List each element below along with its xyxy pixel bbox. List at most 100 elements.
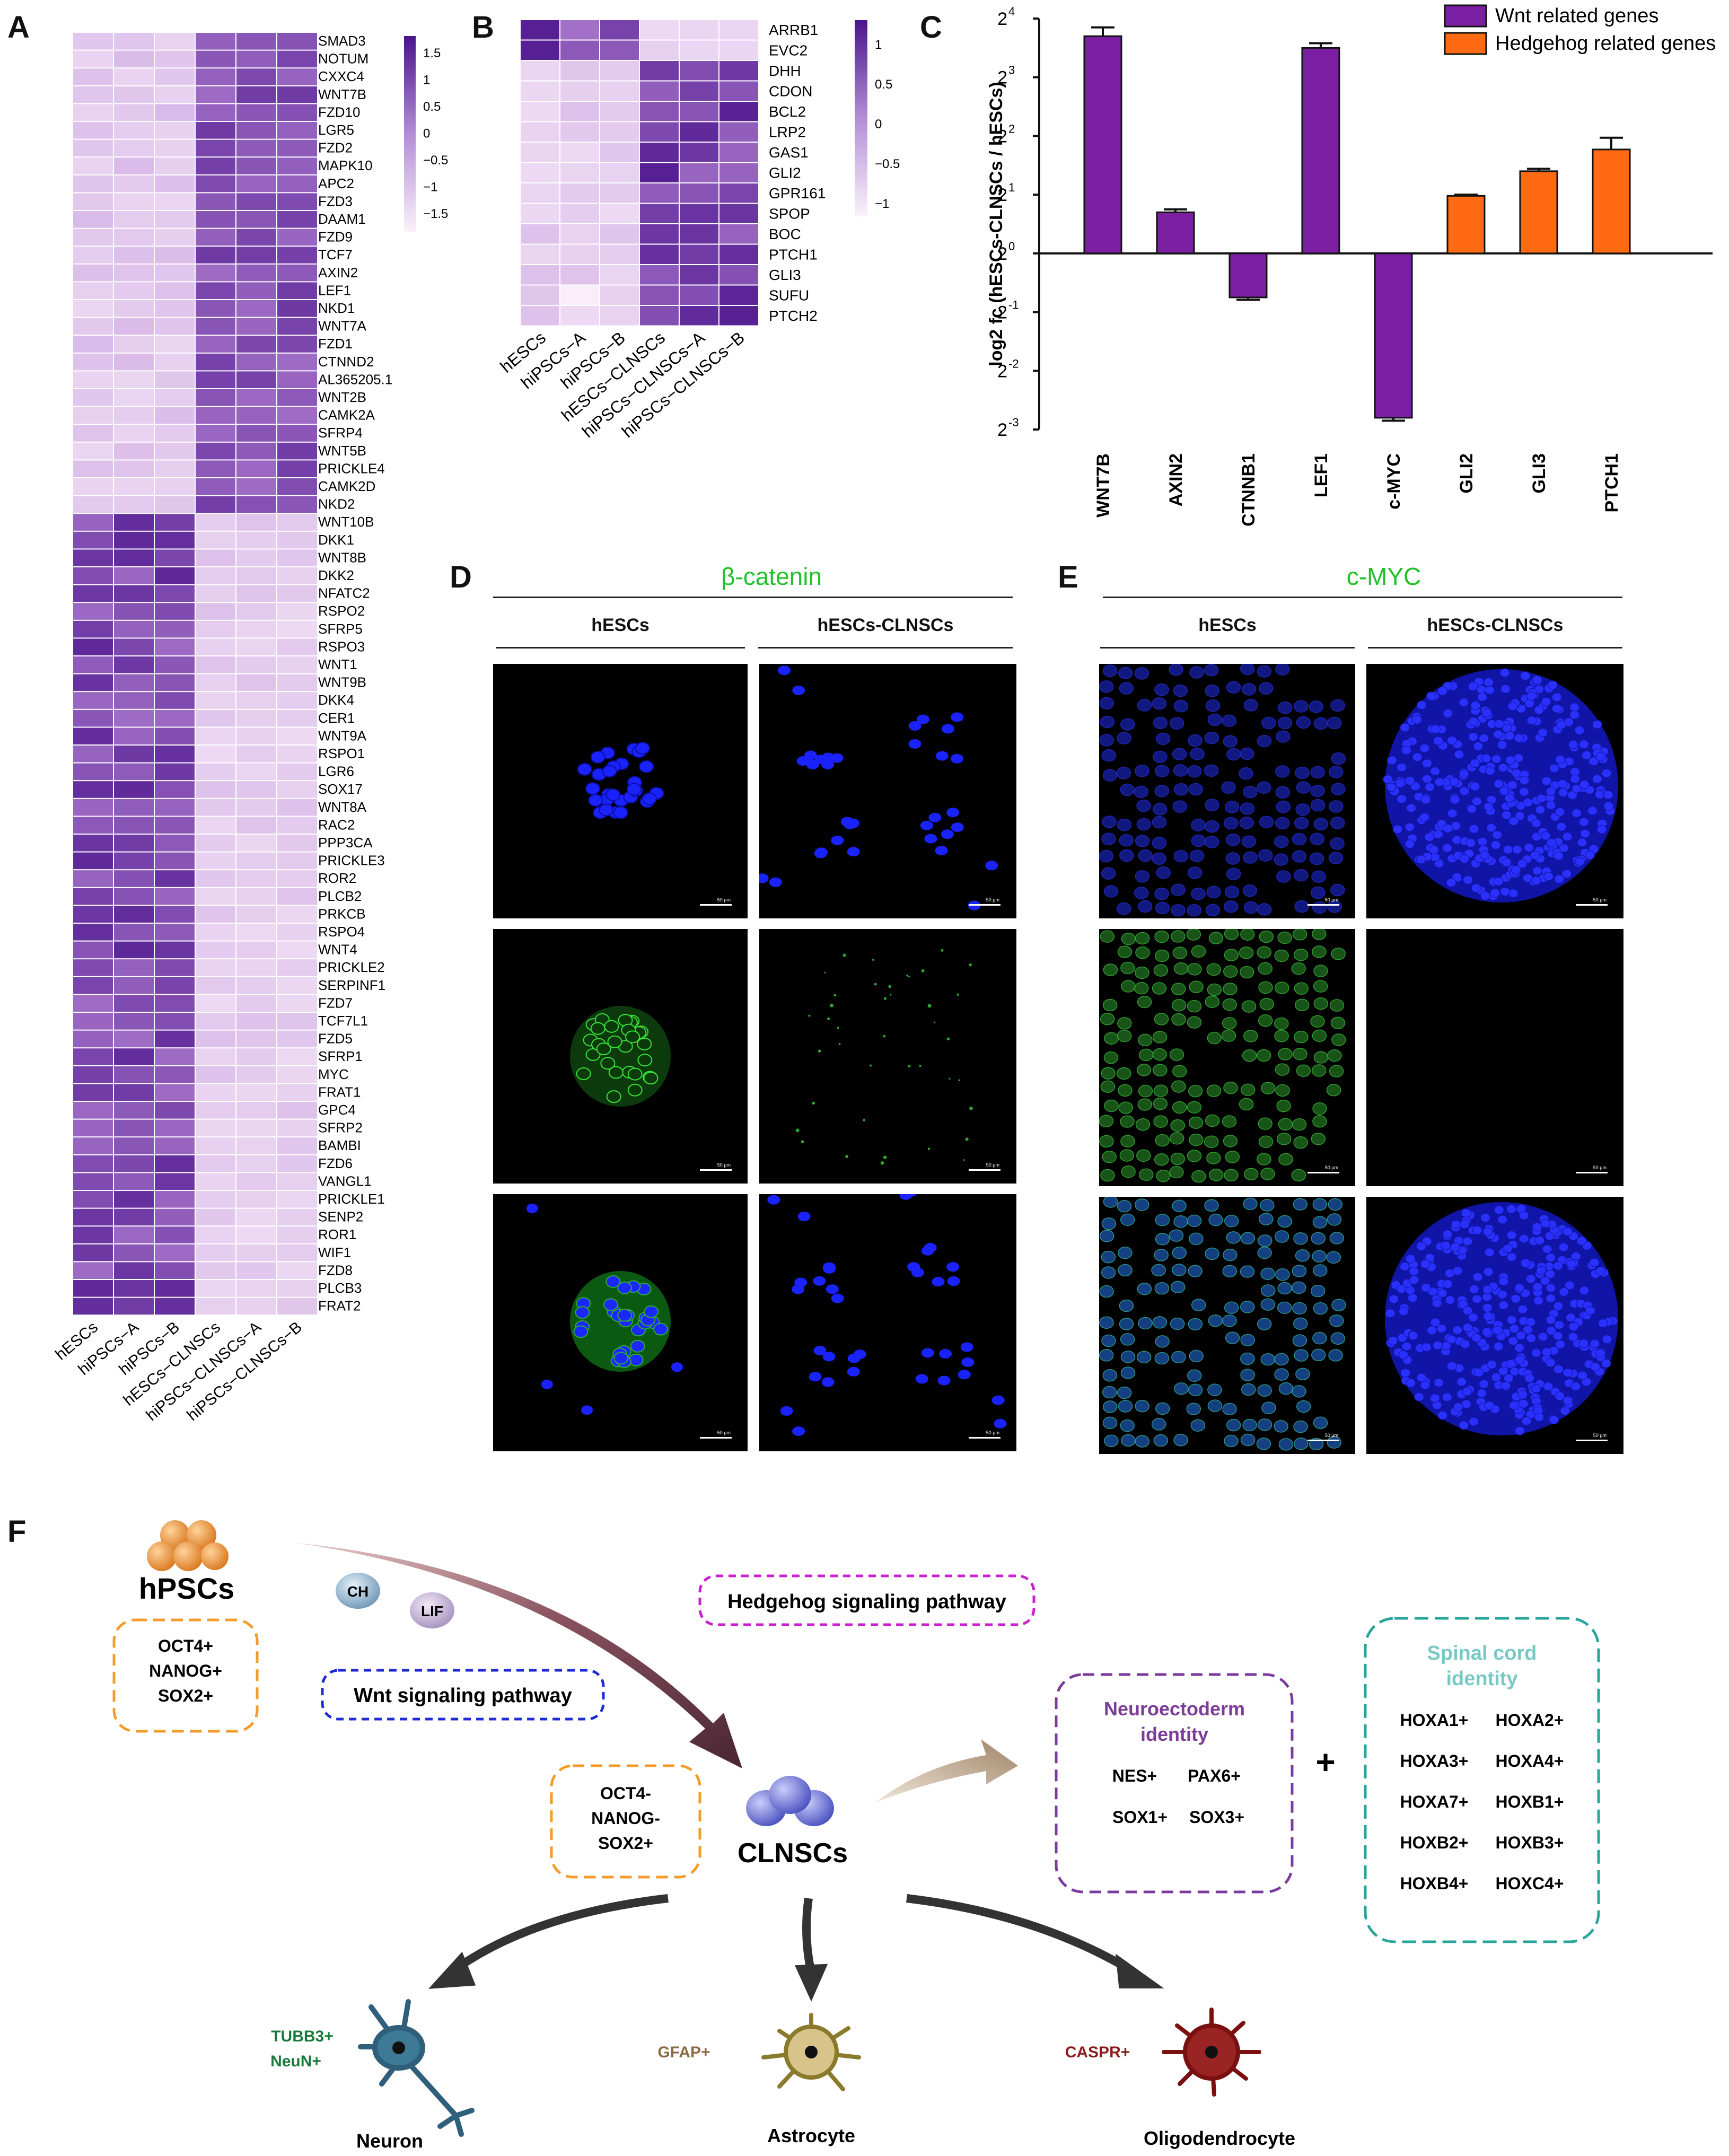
heatmap-a-cell <box>114 941 154 959</box>
heatmap-a-cell <box>196 442 235 460</box>
heatmap-a-cell <box>114 1030 154 1048</box>
heatmap-a-cell <box>196 247 235 264</box>
heatmap-b-gene-label: GAS1 <box>769 144 809 161</box>
heatmap-a-gene-label: PRICKLE2 <box>318 959 385 975</box>
heatmap-a-cell <box>114 746 154 763</box>
heatmap-b-cell <box>560 224 599 244</box>
heatmap-a-cell <box>155 211 195 228</box>
heatmap-b-cell <box>600 183 639 203</box>
heatmap-a-cell <box>114 638 154 655</box>
heatmap-a-cell <box>155 977 195 994</box>
heatmap-a-gene-label: FZD10 <box>318 104 360 120</box>
heatmap-b-cell <box>600 122 639 142</box>
heatmap-a-cell <box>114 1173 154 1190</box>
bar <box>1374 252 1413 419</box>
heatmap-a-cell <box>73 656 113 673</box>
heatmap-a-gene-label: WNT5B <box>318 443 366 459</box>
legend-a-tick: 0 <box>423 127 430 141</box>
micrograph-d-hescs-dapi: 50 µm <box>493 664 748 918</box>
heatmap-b-gene-label: EVC2 <box>769 42 808 59</box>
astrocyte-cell-icon <box>761 2013 861 2091</box>
micrograph-e-hescs-dapi: 50 µm <box>1099 664 1355 918</box>
heatmap-a-cell <box>155 1048 195 1065</box>
heatmap-a-cell <box>114 603 154 620</box>
heatmap-b-cell <box>560 183 599 203</box>
clnsc-marker-3: SOX2+ <box>598 1834 653 1853</box>
heatmap-a-cell <box>73 835 113 852</box>
heatmap-a-cell <box>155 746 195 763</box>
heatmap-a-cell <box>73 1030 113 1048</box>
heatmap-a-cell <box>236 1298 276 1315</box>
heatmap-a-cell <box>236 1048 276 1065</box>
panel-label-d: D <box>450 560 472 594</box>
heatmap-a-cell <box>114 906 154 923</box>
heatmap-a-cell <box>196 1280 235 1297</box>
heatmap-a-cell <box>196 709 235 727</box>
heatmap-a-cell <box>73 941 113 959</box>
heatmap-a-cell <box>155 674 195 691</box>
heatmap-a-cell <box>277 1013 317 1030</box>
heatmap-a-cell <box>277 86 317 103</box>
heatmap-a-cell <box>114 33 154 50</box>
heatmap-a-cell <box>196 1137 235 1154</box>
panel-d-divider-right <box>758 647 1013 648</box>
heatmap-b-cell <box>560 306 599 326</box>
heatmap-b-cell <box>719 265 758 285</box>
heatmap-a-cell <box>155 122 195 139</box>
heatmap-a-gene-label: VANGL1 <box>318 1173 372 1189</box>
heatmap-a-cell <box>114 620 154 638</box>
hpsc-marker-1: OCT4+ <box>158 1636 213 1655</box>
heatmap-a-gene-label: SENP2 <box>318 1209 363 1225</box>
heatmap-a-cell <box>196 1173 235 1190</box>
heatmap-a-cell <box>196 1066 235 1083</box>
heatmap-a-gene-label: RSPO1 <box>318 746 365 761</box>
neuroectoderm-box <box>1055 1673 1294 1894</box>
heatmap-a-cell <box>236 514 276 531</box>
heatmap-b-cell <box>680 143 718 162</box>
heatmap-a-cell <box>236 442 276 460</box>
heatmap-a-cell <box>155 157 195 174</box>
heatmap-a-cell <box>155 229 195 246</box>
heatmap-a-cell <box>196 585 235 602</box>
heatmap-a-cell <box>196 264 235 282</box>
heatmap-a-cell <box>196 104 235 121</box>
heatmap-a-cell <box>236 104 276 121</box>
heatmap-a-cell <box>236 282 276 299</box>
heatmap-a-cell <box>196 318 235 335</box>
spinal-marker: HOXB3+ <box>1496 1833 1564 1852</box>
heatmap-a-cell <box>196 1102 235 1119</box>
heatmap-a-cell <box>236 1244 276 1261</box>
heatmap-a-cell <box>73 638 113 655</box>
heatmap-a-cell <box>277 1244 317 1261</box>
heatmap-a-cell <box>236 1030 276 1048</box>
bar <box>1083 35 1122 255</box>
heatmap-a-cell <box>73 906 113 923</box>
heatmap-a-cell <box>277 852 317 870</box>
heatmap-a-cell <box>196 1298 235 1315</box>
heatmap-a-cell <box>236 139 276 157</box>
heatmap-a-cell <box>236 1066 276 1083</box>
heatmap-b-cell <box>680 285 718 305</box>
bar <box>1228 252 1268 299</box>
heatmap-b-cell <box>560 102 599 121</box>
heatmap-a-cell <box>73 603 113 620</box>
heatmap-a-cell <box>196 567 235 584</box>
heatmap-a-cell <box>277 1084 317 1101</box>
heatmap-a-cell <box>236 728 276 744</box>
heatmap-a-cell <box>155 1155 195 1172</box>
heatmap-a-cell <box>73 781 113 798</box>
heatmap-b-cell <box>719 183 758 203</box>
heatmap-a-cell <box>236 549 276 566</box>
heatmap-a-cell <box>155 193 195 210</box>
heatmap-a-gene-label: FZD2 <box>318 140 353 156</box>
heatmap-b-cell <box>521 244 559 264</box>
heatmap-a-cell <box>155 924 195 941</box>
y-tick-label: 2 <box>997 9 1007 29</box>
heatmap-a-cell <box>277 50 317 68</box>
heatmap-a-gene-label: WNT10B <box>318 514 374 530</box>
heatmap-a-gene-label: ROR2 <box>318 870 356 886</box>
heatmap-a-cell <box>73 1244 113 1261</box>
heatmap-b-cell <box>680 204 718 223</box>
heatmap-b-gene-label: LRP2 <box>769 124 806 141</box>
heatmap-a-cell <box>155 603 195 620</box>
